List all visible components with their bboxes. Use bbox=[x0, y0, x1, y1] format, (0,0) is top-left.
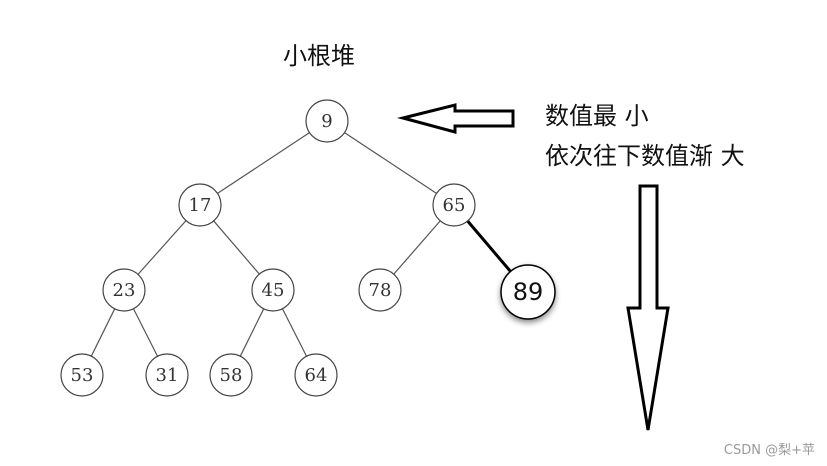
node-circle bbox=[251, 268, 295, 312]
heap-node-23: 23 bbox=[102, 268, 146, 312]
watermark: CSDN @梨+苹 bbox=[723, 443, 815, 458]
node-value: 78 bbox=[369, 280, 392, 301]
diagram-title: 小根堆 bbox=[283, 42, 355, 70]
edge-n45-n58 bbox=[239, 308, 265, 357]
edge-n23-n31 bbox=[132, 308, 159, 357]
annotation-line-2: 依次往下数值渐 大 bbox=[545, 142, 745, 170]
node-value: 65 bbox=[443, 195, 466, 216]
heap-node-65: 65 bbox=[432, 183, 476, 227]
node-circle bbox=[145, 353, 189, 397]
edge-n9-n17 bbox=[217, 132, 310, 194]
node-value: 9 bbox=[321, 111, 332, 132]
node-value: 17 bbox=[189, 195, 212, 216]
heap-node-9: 9 bbox=[305, 99, 349, 143]
edge-n45-n64 bbox=[281, 308, 308, 357]
heap-node-17: 17 bbox=[178, 183, 222, 227]
heap-node-58: 58 bbox=[209, 353, 253, 397]
annotation-line-1: 数值最 小 bbox=[545, 102, 649, 130]
heap-node-31: 31 bbox=[145, 353, 189, 397]
edge-n65-n89 bbox=[466, 220, 512, 273]
down-arrow bbox=[626, 184, 670, 431]
edge-n23-n53 bbox=[90, 308, 116, 357]
node-circle bbox=[102, 268, 146, 312]
node-value: 89 bbox=[513, 278, 544, 306]
node-circle bbox=[500, 264, 556, 320]
edge-n17-n45 bbox=[213, 220, 260, 275]
edge-n65-n78 bbox=[393, 220, 441, 275]
node-value: 58 bbox=[220, 365, 243, 386]
node-circle bbox=[432, 183, 476, 227]
heap-node-53: 53 bbox=[60, 353, 104, 397]
left-arrow bbox=[397, 103, 515, 134]
node-value: 23 bbox=[113, 280, 136, 301]
heap-node-45: 45 bbox=[251, 268, 295, 312]
node-circle bbox=[60, 353, 104, 397]
node-circle bbox=[294, 353, 338, 397]
node-circle bbox=[358, 268, 402, 312]
heap-node-89: 89 bbox=[500, 264, 556, 320]
node-value: 64 bbox=[305, 365, 328, 386]
edge-n17-n23 bbox=[137, 220, 187, 275]
edge-n9-n65 bbox=[344, 132, 437, 194]
node-value: 45 bbox=[262, 280, 285, 301]
node-circle bbox=[209, 353, 253, 397]
heap-node-78: 78 bbox=[358, 268, 402, 312]
heap-node-64: 64 bbox=[294, 353, 338, 397]
node-circle bbox=[178, 183, 222, 227]
node-value: 53 bbox=[71, 365, 94, 386]
node-circle bbox=[305, 99, 349, 143]
node-value: 31 bbox=[156, 365, 179, 386]
